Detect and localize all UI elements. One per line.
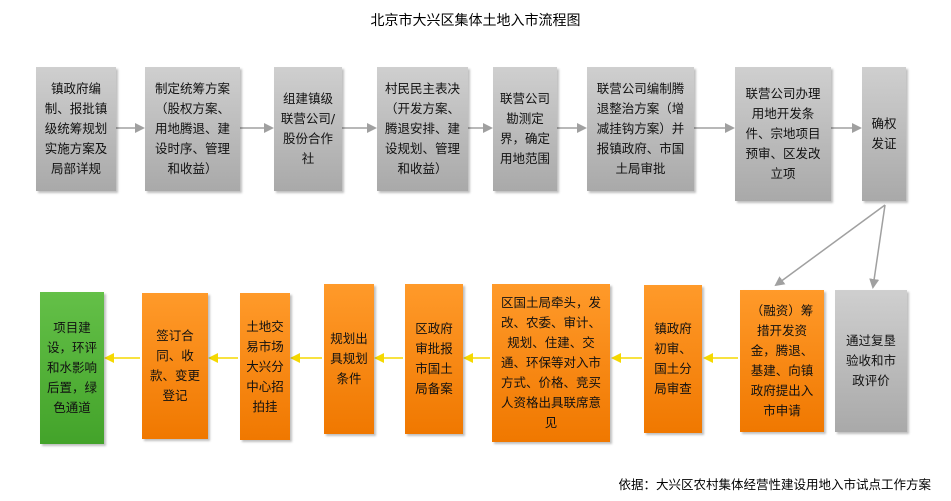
step-box-8: 确权发证 (862, 67, 906, 201)
step-box-acceptance: 通过复垦验收和市政评价 (835, 290, 907, 432)
step-label: 组建镇级联营公司/股份合作社 (280, 91, 336, 166)
arrow-8-to-acceptance (869, 204, 886, 289)
step-box-financing: （融资）筹措开发资金，腾退、基建、向镇政府提出入市申请 (740, 290, 824, 432)
step-label: 签订合同、收款、变更登记 (149, 328, 200, 403)
step-box-joint-opinion: 区国土局牵头，发改、农委、审计、规划、住建、交通、环保等对入市方式、价格、竞买人… (492, 284, 610, 442)
step-box-2: 制定统筹方案（股权方案、用地腾退、建设时序、管理和收益） (145, 67, 240, 191)
diagram-title: 北京市大兴区集体土地入市流程图 (370, 13, 581, 29)
step-label: 规划出具规划条件 (330, 331, 368, 386)
step-label: 镇政府初审、国土分局审查 (654, 321, 692, 396)
step-box-contract: 签订合同、收款、变更登记 (142, 293, 208, 439)
step-box-land-trading: 土地交易市场大兴分中心招拍挂 (240, 293, 290, 440)
step-label: 联营公司勘测定界，确定用地范围 (499, 91, 550, 166)
step-label: 确权发证 (871, 116, 897, 151)
step-box-district-approval: 区政府审批报市国土局备案 (405, 284, 463, 434)
step-label: 村民民主表决（开发方案、腾退安排、建设规划、管理和收益） (384, 81, 460, 176)
arrow-8-to-financing (774, 204, 886, 287)
step-label: 通过复垦验收和市政评价 (845, 333, 896, 388)
source-footnote: 依据：大兴区农村集体经营性建设用地入市试点工作方案 (618, 477, 931, 492)
step-box-4: 村民民主表决（开发方案、腾退安排、建设规划、管理和收益） (377, 67, 468, 191)
step-label: （融资）筹措开发资金，腾退、基建、向镇政府提出入市申请 (750, 303, 814, 418)
step-box-1: 镇政府编制、报批镇级统筹规划实施方案及局部详规 (36, 67, 116, 191)
step-label: 联营公司办理用地开发条件、宗地项目预审、区发改立项 (745, 86, 821, 181)
step-box-town-review: 镇政府初审、国土分局审查 (644, 285, 702, 433)
step-box-5: 联营公司勘测定界，确定用地范围 (493, 67, 557, 191)
step-label: 项目建设，环评和水影响后置，绿色通道 (46, 320, 97, 415)
step-label: 联营公司编制腾退整治方案（增减挂钩方案）并报镇政府、市国土局审批 (596, 81, 685, 176)
step-label: 区政府审批报市国土局备案 (415, 321, 453, 396)
step-label: 区国土局牵头，发改、农委、审计、规划、住建、交通、环保等对入市方式、价格、竞买人… (500, 295, 601, 430)
step-box-planning-conditions: 规划出具规划条件 (324, 284, 374, 434)
step-label: 制定统筹方案（股权方案、用地腾退、建设时序、管理和收益） (154, 81, 230, 176)
step-box-7: 联营公司办理用地开发条件、宗地项目预审、区发改立项 (735, 67, 831, 201)
step-box-6: 联营公司编制腾退整治方案（增减挂钩方案）并报镇政府、市国土局审批 (587, 67, 694, 191)
step-label: 土地交易市场大兴分中心招拍挂 (246, 318, 284, 414)
step-label: 镇政府编制、报批镇级统筹规划实施方案及局部详规 (44, 81, 108, 176)
step-box-construction: 项目建设，环评和水影响后置，绿色通道 (40, 292, 104, 444)
step-box-3: 组建镇级联营公司/股份合作社 (274, 67, 342, 191)
